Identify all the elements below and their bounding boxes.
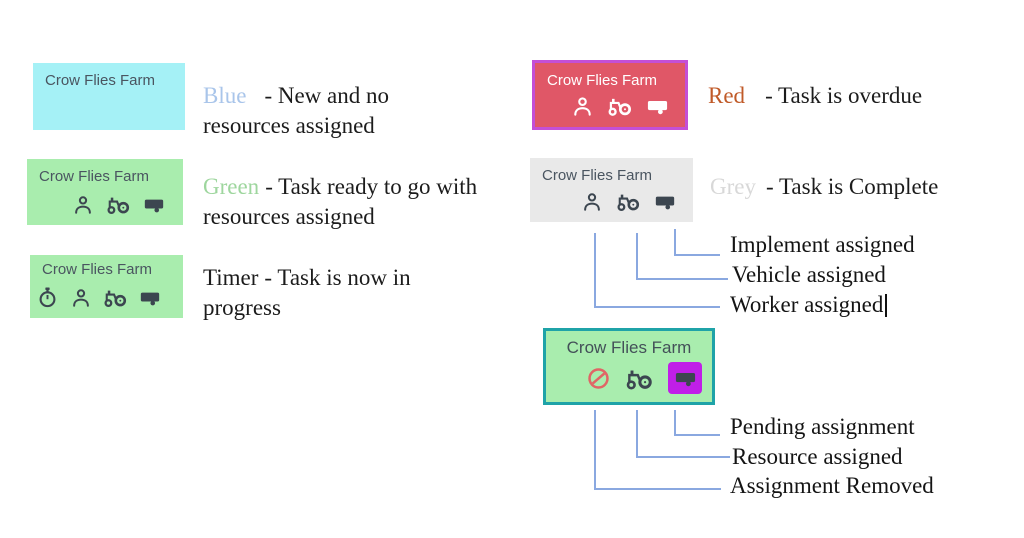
legend-entry-green: Green- Task ready to go with resources a… xyxy=(203,172,495,232)
callout-line-vehicle xyxy=(636,233,728,280)
callout-label-assignment-removed: Assignment Removed xyxy=(730,473,934,498)
tractor-icon xyxy=(607,93,633,119)
task-card-pending: Crow Flies Farm xyxy=(543,328,715,405)
card-title: Crow Flies Farm xyxy=(39,168,150,185)
stopwatch-icon xyxy=(36,286,59,309)
legend-entry-blue: Blue- New and no resources assigned xyxy=(203,81,478,141)
trailer-icon xyxy=(654,191,676,213)
task-card-ready: Crow Flies Farm xyxy=(27,159,183,225)
callout-line-implement xyxy=(674,229,720,256)
callout-label-vehicle: Vehicle assigned xyxy=(732,262,886,287)
legend-term-grey: Grey xyxy=(710,174,756,199)
card-title: Crow Flies Farm xyxy=(566,338,692,357)
person-icon xyxy=(571,95,594,118)
task-card-in-progress: Crow Flies Farm xyxy=(30,255,183,318)
card-icon-row xyxy=(556,362,702,394)
card-icon-row xyxy=(547,93,673,119)
callout-line-resource xyxy=(636,410,730,458)
tractor-icon xyxy=(625,364,654,393)
task-card-new: Crow Flies Farm xyxy=(33,63,185,130)
legend-term-blue: Blue xyxy=(203,83,247,108)
legend-term-green: Green xyxy=(203,174,260,199)
legend-text: - Task is overdue xyxy=(765,83,923,108)
callout-label-implement: Implement assigned xyxy=(730,232,915,257)
tractor-icon xyxy=(106,192,131,217)
person-icon xyxy=(581,191,603,213)
callout-label-text: Worker assigned xyxy=(730,292,884,317)
tractor-icon xyxy=(616,189,641,214)
card-icon-row xyxy=(542,189,681,214)
legend-entry-grey: Grey - Task is Complete xyxy=(710,172,938,202)
legend-entry-timer: Timer- Task is now in progress xyxy=(203,263,458,323)
tractor-icon xyxy=(103,285,128,310)
callout-label-resource: Resource assigned xyxy=(732,444,903,469)
person-icon xyxy=(72,194,94,216)
card-icon-row xyxy=(39,192,171,217)
callout-label-worker: Worker assigned xyxy=(730,292,888,318)
card-title: Crow Flies Farm xyxy=(547,72,658,89)
legend-entry-red: Red - Task is overdue xyxy=(708,81,922,111)
callout-line-pending xyxy=(674,410,720,436)
card-title: Crow Flies Farm xyxy=(42,261,153,278)
card-title: Crow Flies Farm xyxy=(45,72,156,89)
callout-label-pending: Pending assignment xyxy=(730,414,915,439)
trailer-icon xyxy=(143,194,165,216)
task-card-complete: Crow Flies Farm xyxy=(530,158,693,222)
card-icon-row xyxy=(39,285,171,310)
callout-line-assignment-removed xyxy=(594,410,721,490)
pending-assignment-box xyxy=(668,362,702,394)
card-title: Crow Flies Farm xyxy=(542,167,653,184)
legend-text: - Task is now in progress xyxy=(203,265,411,320)
callout-line-worker xyxy=(594,233,720,308)
legend-term-timer: Timer xyxy=(203,265,259,290)
legend-text: - Task is Complete xyxy=(765,174,939,199)
trailer-icon xyxy=(139,287,161,309)
legend-term-red: Red xyxy=(708,83,746,108)
text-cursor xyxy=(885,294,888,317)
task-card-overdue: Crow Flies Farm xyxy=(532,60,688,130)
trailer-icon xyxy=(646,95,669,118)
trailer-icon xyxy=(674,367,697,390)
no-entry-icon xyxy=(586,366,611,391)
person-icon xyxy=(70,287,92,309)
legend-text: - Task ready to go with resources assign… xyxy=(203,174,478,229)
legend-text: - New and no resources assigned xyxy=(203,83,389,138)
